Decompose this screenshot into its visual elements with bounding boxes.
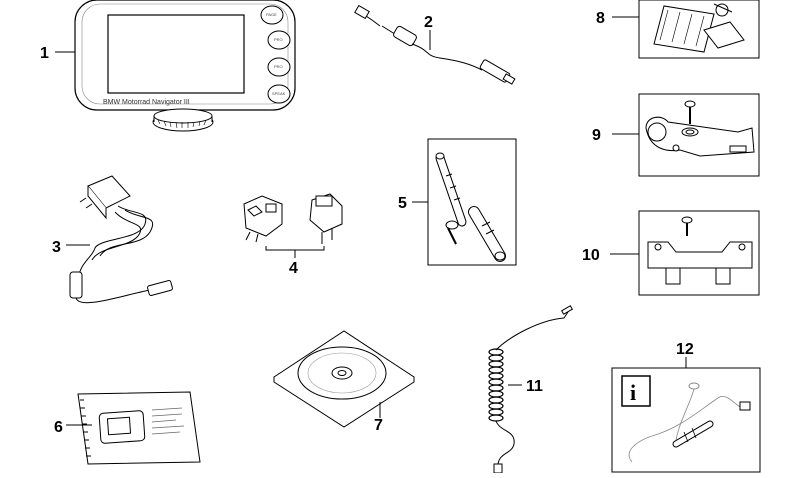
part-1-navigator[interactable]: PAGE PRO PRO SPEAK BMW Motorrad Navigato… <box>74 0 296 132</box>
part-8-bracket[interactable] <box>638 0 760 59</box>
part-9-bracket-plate[interactable] <box>638 93 760 177</box>
callout-6: 6 <box>54 419 63 436</box>
callout-7: 7 <box>374 417 383 434</box>
callout-10: 10 <box>582 247 600 264</box>
callout-2: 2 <box>424 14 433 31</box>
callout-5: 5 <box>398 195 407 212</box>
part-6-manual[interactable] <box>77 391 201 465</box>
callout-3: 3 <box>52 239 61 256</box>
callout-12: 12 <box>676 341 694 358</box>
part-3-charger[interactable] <box>69 175 173 304</box>
navigator-mount-knob <box>152 108 214 132</box>
callout-8: 8 <box>596 10 605 27</box>
navigator-screen <box>107 14 245 94</box>
navigator-buttons: PAGE PRO PRO SPEAK <box>260 5 291 104</box>
svg-text:PAGE: PAGE <box>266 12 277 17</box>
callout-9: 9 <box>592 127 601 144</box>
svg-text:SPEAK: SPEAK <box>272 91 286 96</box>
info-icon <box>621 375 651 407</box>
part-7-cd[interactable] <box>273 330 415 428</box>
part-2-cable[interactable] <box>354 4 516 85</box>
svg-text:i: i <box>630 380 636 405</box>
callout-4: 4 <box>289 260 298 277</box>
navigator-label: BMW Motorrad Navigator III <box>103 99 190 106</box>
svg-text:PRO: PRO <box>274 37 283 42</box>
svg-text:PRO: PRO <box>274 64 283 69</box>
part-11-coiled-cable[interactable] <box>488 305 574 474</box>
part-4-plug-adapters[interactable] <box>243 193 343 244</box>
callout-11: 11 <box>526 378 543 395</box>
part-10-holder[interactable] <box>638 210 760 296</box>
part-12-cable-kit[interactable]: i <box>611 367 761 473</box>
callout-1: 1 <box>40 45 49 62</box>
part-5-stylus-kit[interactable] <box>427 138 517 266</box>
